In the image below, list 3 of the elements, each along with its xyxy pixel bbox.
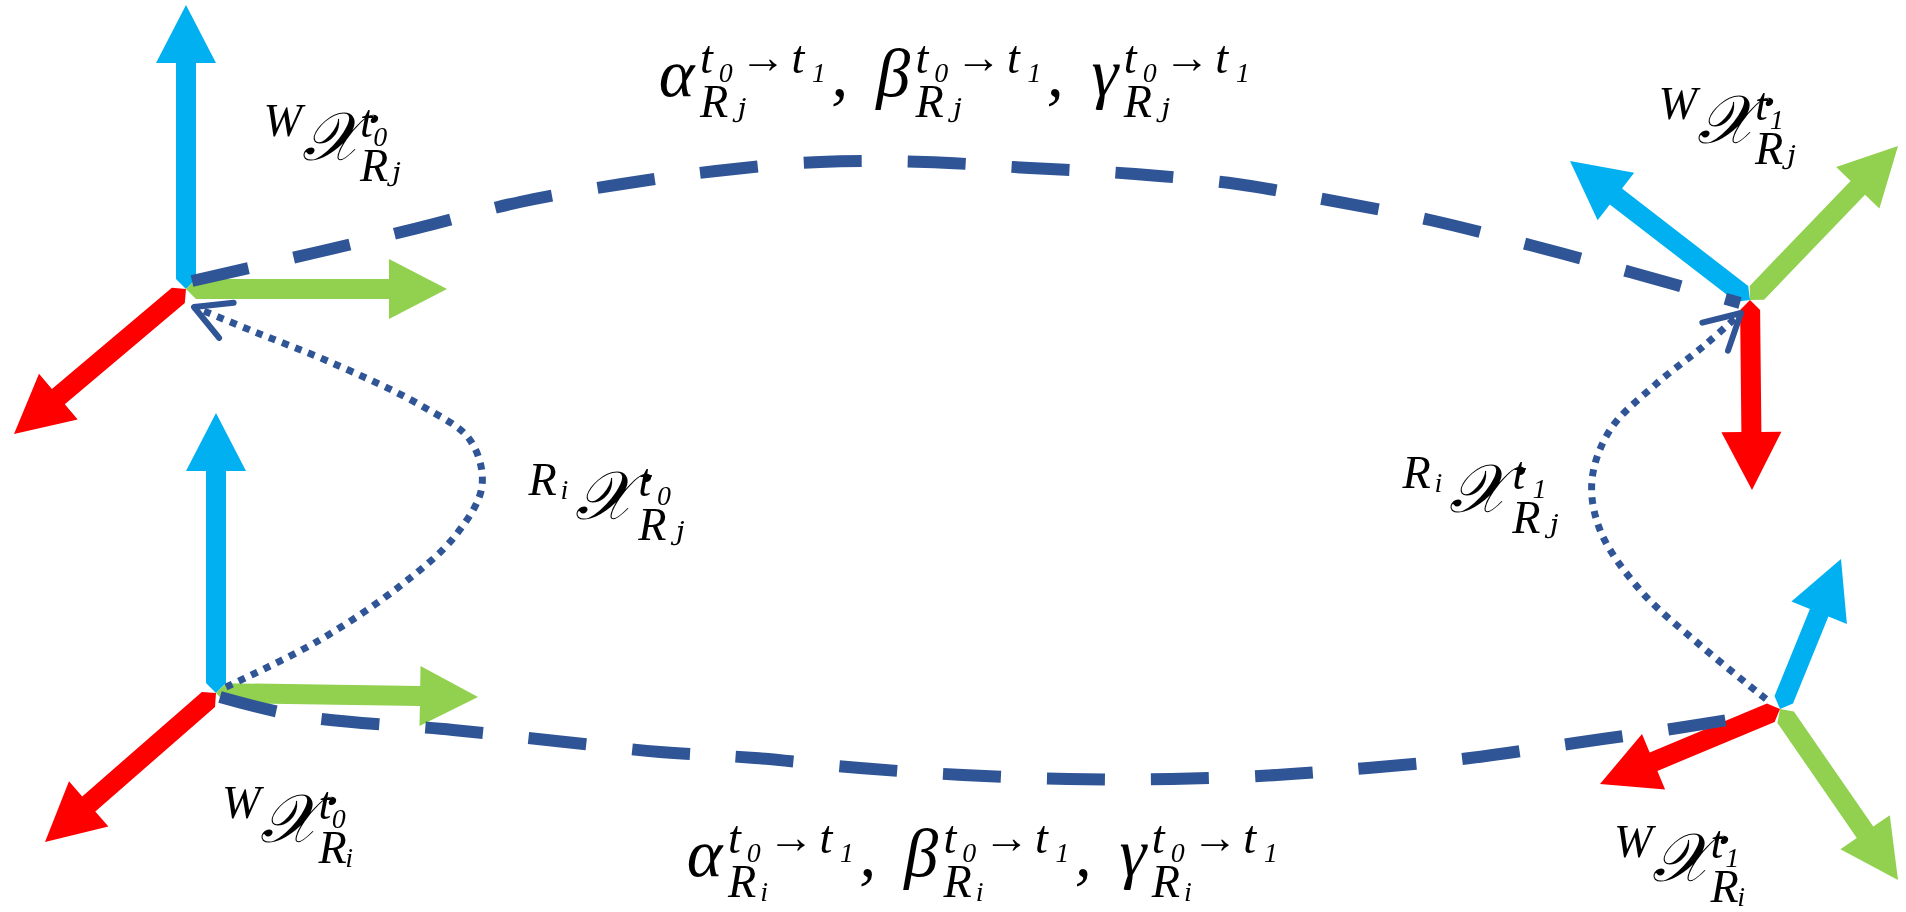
dashed-line <box>190 155 1742 309</box>
dotted-arrow <box>191 299 486 691</box>
dotted-arrow <box>1588 310 1769 702</box>
